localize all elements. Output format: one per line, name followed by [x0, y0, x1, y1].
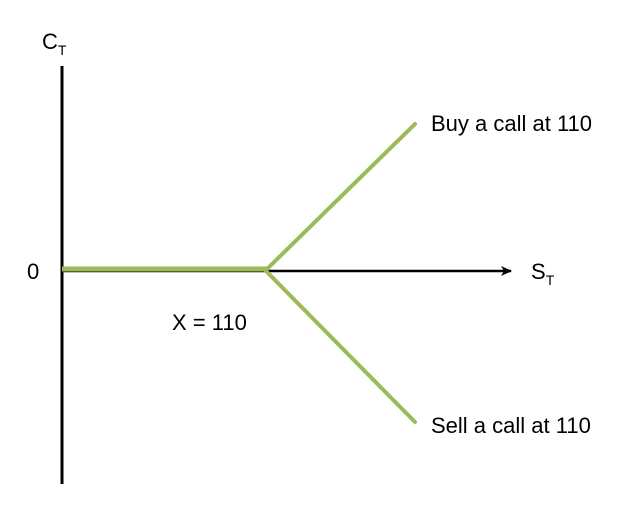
- x-axis-label: ST: [531, 259, 555, 288]
- y-axis-label: CT: [42, 29, 67, 58]
- y-axis-label-sub: T: [58, 42, 67, 58]
- x-axis-label-sub: T: [546, 272, 555, 288]
- short-call-label: Sell a call at 110: [431, 413, 591, 438]
- origin-label: 0: [27, 259, 39, 284]
- long-call-label: Buy a call at 110: [431, 111, 592, 136]
- short-call-payoff-line: [264, 269, 417, 424]
- strike-label: X = 110: [172, 310, 247, 335]
- x-axis-label-main: S: [531, 259, 546, 284]
- y-axis-label-main: C: [42, 29, 58, 54]
- long-call-payoff-line: [264, 122, 417, 272]
